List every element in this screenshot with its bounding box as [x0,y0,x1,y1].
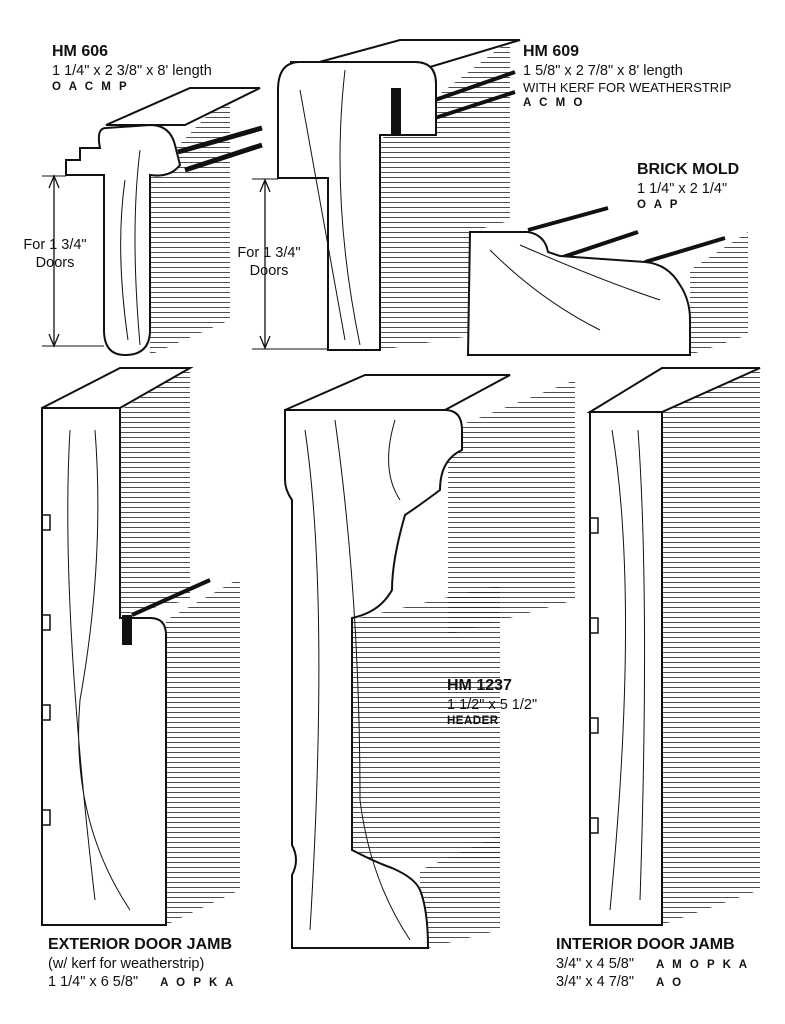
hm609-codes: A C M O [523,97,585,110]
hm1237-subtitle: HEADER [447,715,499,728]
hm606-label: HM 606 1 1/4" x 2 3/8" x 8' length O A C… [52,42,212,95]
interior-jamb-label: INTERIOR DOOR JAMB 3/4" x 4 5/8" A M O P… [556,935,750,991]
exterior-jamb-drawing [41,367,240,926]
hm609-note-line1: For 1 3/4" [237,245,301,261]
hm606-drawing [42,87,263,357]
hm606-note-line1: For 1 3/4" [23,237,87,253]
exterior-jamb-codes: A O P K A [160,977,236,990]
hm606-dims: 1 1/4" x 2 3/8" x 8' length [52,63,212,79]
brick-mold-dims: 1 1/4" x 2 1/4" [637,181,728,197]
interior-jamb-dims-2: 3/4" x 4 7/8" [556,974,635,991]
brick-mold-label: BRICK MOLD 1 1/4" x 2 1/4" O A P [637,160,739,213]
hm609-title: HM 609 [523,43,580,60]
hm609-label: HM 609 1 5/8" x 2 7/8" x 8' length WITH … [523,42,731,111]
hm1237-dims: 1 1/2" x 5 1/2" [447,697,538,713]
hm1237-title: HM 1237 [447,677,512,694]
interior-jamb-dims-1: 3/4" x 4 5/8" [556,956,635,972]
exterior-jamb-title: EXTERIOR DOOR JAMB [48,936,233,953]
hm1237-label: HM 1237 1 1/2" x 5 1/2" HEADER [447,676,537,729]
interior-jamb-drawing [586,365,761,926]
exterior-jamb-subtitle: (w/ kerf for weatherstrip) [48,956,205,972]
hm606-door-note: For 1 3/4" Doors [12,236,98,272]
interior-jamb-title: INTERIOR DOOR JAMB [556,936,735,953]
brick-mold-title: BRICK MOLD [637,161,740,178]
hm1237-drawing [284,374,575,950]
hm606-title: HM 606 [52,43,109,60]
hm606-note-line2: Doors [35,255,75,272]
brick-mold-drawing [466,206,748,356]
exterior-jamb-dims: 1 1/4" x 6 5/8" [48,974,139,991]
hm609-door-note: For 1 3/4" Doors [226,244,312,280]
hm609-extra: WITH KERF FOR WEATHERSTRIP [523,80,732,96]
interior-jamb-codes-2: A O [656,977,684,990]
hm609-dims: 1 5/8" x 2 7/8" x 8' length [523,63,683,79]
hm606-codes: O A C M P [52,81,130,94]
exterior-jamb-label: EXTERIOR DOOR JAMB (w/ kerf for weathers… [48,935,236,991]
brick-mold-codes: O A P [637,199,680,212]
interior-jamb-codes-1: A M O P K A [656,959,750,971]
hm609-note-line2: Doors [249,263,289,280]
